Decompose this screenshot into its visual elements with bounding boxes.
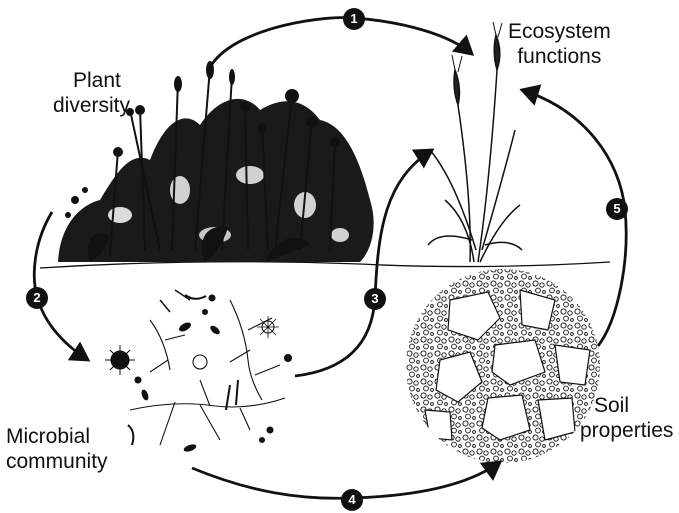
label-plant-diversity-line2: diversity [53,94,131,117]
label-plant-diversity: Plant diversity [53,68,130,118]
soil-aggregate-illustration [406,269,600,463]
label-ecosystem-functions: Ecosystem functions [508,19,611,69]
badge-arrow-2: 2 [26,287,48,309]
label-microbial-community-line2: community [6,450,108,473]
label-microbial-community-line1: Microbial [6,425,91,448]
arrow-1 [210,16,475,65]
badge-arrow-3: 3 [364,288,386,310]
badge-arrow-5: 5 [606,198,628,220]
label-soil-properties-line1: Soil [594,394,630,417]
badge-arrow-1: 1 [343,8,365,30]
label-plant-diversity-line1: Plant [73,69,121,92]
label-soil-properties: Soil properties [580,393,673,443]
label-soil-properties-line2: properties [580,419,674,442]
label-ecosystem-functions-line1: Ecosystem [508,20,611,43]
label-microbial-community: Microbial community [6,424,108,474]
wheat-plant-illustration [427,21,523,263]
label-ecosystem-functions-line2: functions [517,45,602,68]
microbial-community-illustration [105,289,293,452]
plant-community-illustration [39,61,611,269]
badge-arrow-4: 4 [341,489,363,511]
